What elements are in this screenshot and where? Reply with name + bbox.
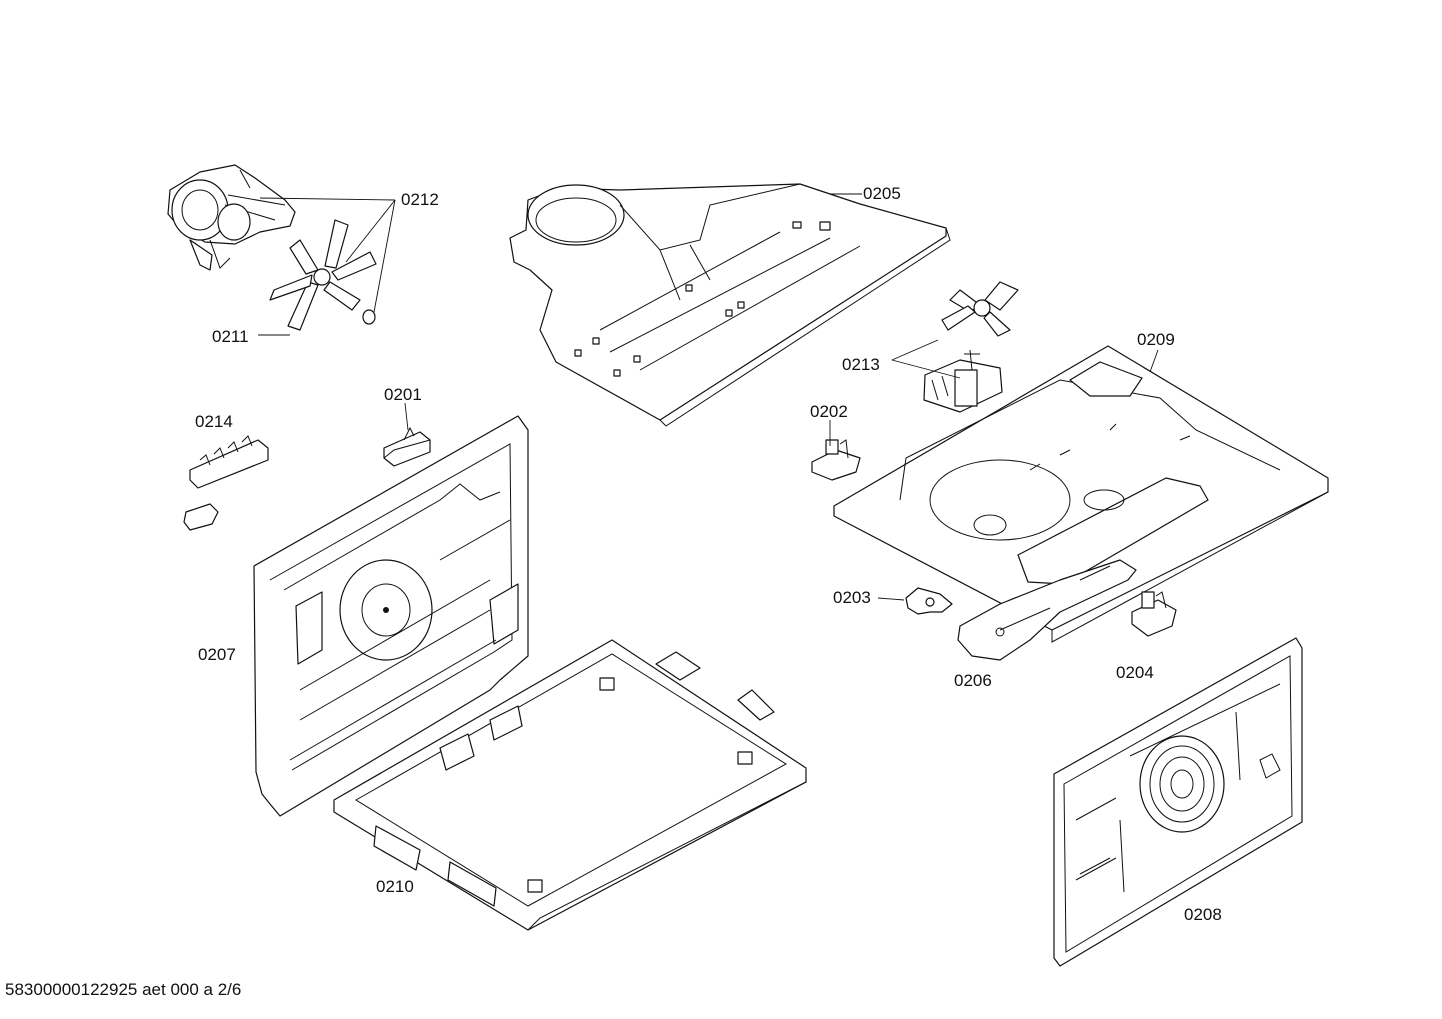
leader-0212-b xyxy=(345,199,396,263)
part-0207-back-panel xyxy=(253,415,529,817)
part-0202-thermostat xyxy=(811,439,861,481)
part-0214-terminal-block xyxy=(183,435,269,531)
part-0213-motor xyxy=(923,349,1003,413)
document-footer-code: 58300000122925 aet 000 a 2/6 xyxy=(5,980,242,999)
label-0210: 0210 xyxy=(376,877,414,896)
part-0210-bottom-tray xyxy=(333,639,807,931)
label-0207: 0207 xyxy=(198,645,236,664)
part-0203-bracket xyxy=(905,587,953,615)
label-0213: 0213 xyxy=(842,355,880,374)
part-0201 xyxy=(383,426,431,467)
part-0209-base-plate xyxy=(833,345,1329,643)
label-0212: 0212 xyxy=(401,190,439,209)
label-0202: 0202 xyxy=(810,402,848,421)
label-0209: 0209 xyxy=(1137,330,1175,349)
part-0205-duct-housing xyxy=(509,183,951,427)
label-0211: 0211 xyxy=(212,327,249,346)
part-0213-fan xyxy=(941,281,1019,337)
leader-lines xyxy=(258,193,1159,601)
part-0208-front-panel xyxy=(1053,637,1303,967)
label-0204: 0204 xyxy=(1116,663,1154,682)
part-0204-thermostat xyxy=(1131,591,1177,637)
leader-0212-c xyxy=(373,199,396,313)
part-0206-plate xyxy=(957,559,1137,661)
leader-0213-a xyxy=(891,339,939,361)
part-labels: 0212 0211 0205 0209 0213 0214 0201 0202 … xyxy=(195,184,1222,924)
label-0205: 0205 xyxy=(863,184,901,203)
label-0201: 0201 xyxy=(384,385,422,404)
leader-0209 xyxy=(1149,349,1159,373)
leader-0212-a xyxy=(259,197,396,201)
leader-0201 xyxy=(404,402,409,431)
part-0212-motor xyxy=(167,164,296,271)
part-0212-fan-blade xyxy=(269,219,377,331)
leader-0203 xyxy=(877,597,905,601)
leader-0213-b xyxy=(891,359,961,379)
label-0206: 0206 xyxy=(954,671,992,690)
label-0203: 0203 xyxy=(833,588,871,607)
label-0214: 0214 xyxy=(195,412,233,431)
label-0208: 0208 xyxy=(1184,905,1222,924)
